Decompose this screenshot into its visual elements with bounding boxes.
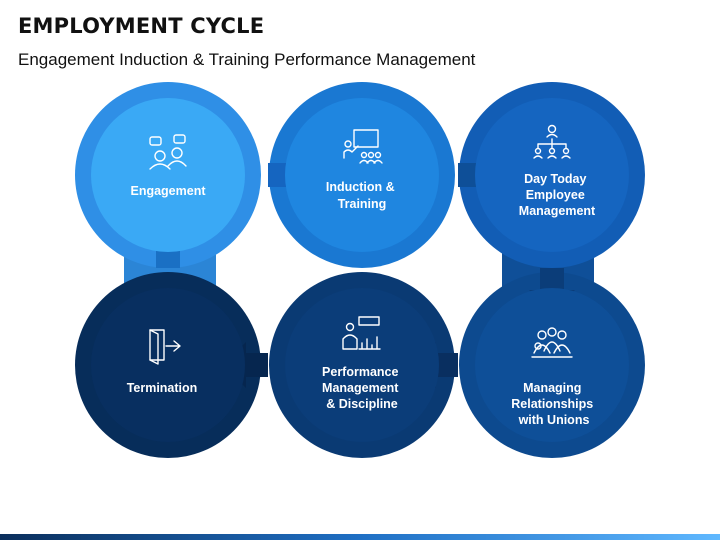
org-chart-icon bbox=[533, 124, 571, 159]
report-chart-icon bbox=[342, 316, 381, 350]
step-label-induction: Induction & Training bbox=[326, 180, 398, 211]
people-chat-icon bbox=[149, 134, 187, 170]
page-subtitle: Engagement Induction & Training Performa… bbox=[18, 50, 476, 69]
disc-unions bbox=[475, 288, 629, 442]
step-label-unions: Managing Relationships with Unions bbox=[511, 381, 596, 427]
disc-engagement bbox=[91, 98, 245, 252]
exit-door-icon bbox=[149, 329, 181, 365]
step-label-engagement: Engagement bbox=[130, 184, 206, 198]
arrow-left-2 bbox=[223, 342, 268, 388]
disc-termination bbox=[91, 288, 245, 442]
step-label-performance: Performance Management & Discipline bbox=[322, 365, 402, 411]
step-label-day-today: Day Today Employee Management bbox=[519, 172, 596, 218]
disc-day-today bbox=[475, 98, 629, 252]
disc-performance bbox=[285, 288, 439, 442]
step-label-termination: Termination bbox=[127, 381, 198, 395]
presentation-board-icon bbox=[343, 129, 383, 164]
page-title: EMPLOYMENT CYCLE bbox=[18, 14, 265, 38]
disc-induction bbox=[285, 98, 439, 252]
bottom-accent-bar bbox=[0, 534, 720, 540]
group-icon bbox=[531, 327, 573, 358]
